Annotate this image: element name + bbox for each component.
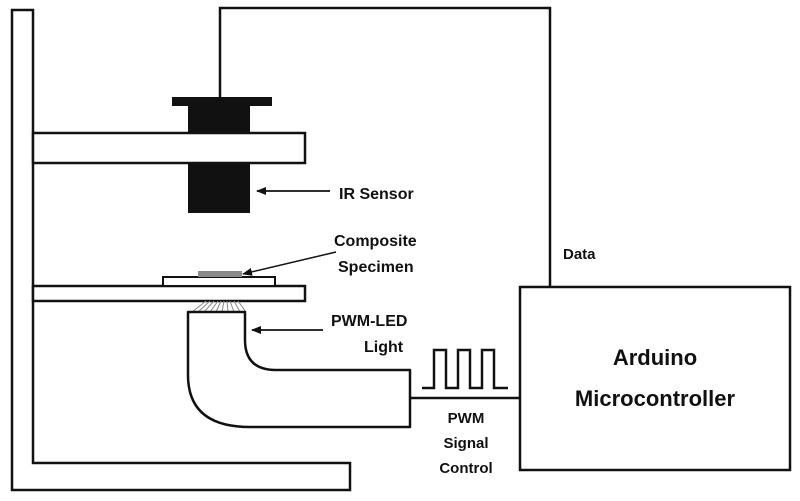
specimen-holder bbox=[162, 276, 276, 287]
lower-shelf bbox=[31, 284, 307, 303]
pwm-waveform bbox=[422, 348, 508, 390]
pwm-signal-label-line2: Signal bbox=[443, 435, 488, 452]
upper-shelf bbox=[31, 131, 307, 165]
arduino-box bbox=[518, 285, 792, 472]
led-light-pipe bbox=[186, 310, 412, 429]
ir-sensor-lower bbox=[188, 163, 250, 213]
arduino-label-line1: Arduino bbox=[613, 345, 697, 370]
stand-frame bbox=[10, 8, 352, 492]
arduino-label-line2: Microcontroller bbox=[575, 386, 736, 411]
data-wire bbox=[218, 6, 552, 287]
pwm-signal-label-line1: PWM bbox=[448, 410, 485, 427]
pwm-led-label-line1: PWM-LED bbox=[331, 313, 407, 330]
pwm-led-label-line2: Light bbox=[364, 339, 404, 356]
specimen-arrow bbox=[242, 251, 337, 276]
composite-label-line2: Specimen bbox=[338, 259, 414, 276]
data-label: Data bbox=[563, 246, 596, 263]
pwm-signal-label-line3: Control bbox=[439, 460, 492, 477]
composite-label-line1: Composite bbox=[334, 233, 417, 250]
composite-specimen bbox=[198, 271, 242, 277]
led-light-rays bbox=[191, 300, 247, 313]
ir-sensor-cap bbox=[172, 97, 272, 106]
ir-sensor-label: IR Sensor bbox=[339, 186, 414, 203]
ir-sensor-upper bbox=[188, 106, 250, 133]
